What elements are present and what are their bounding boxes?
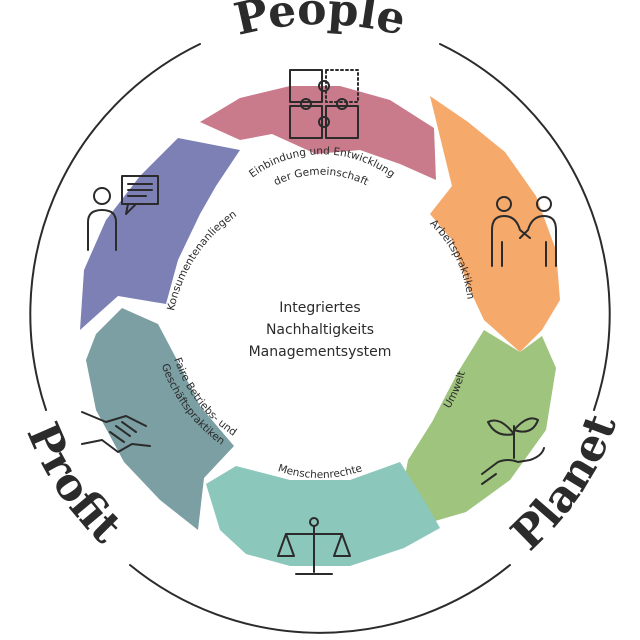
workers-icon: [491, 196, 557, 267]
segment-label-human-rights: Menschenrechte: [276, 462, 363, 481]
scales-pan-left: [277, 533, 295, 557]
puzzle-icon: [289, 69, 359, 139]
cycle-segments: [80, 86, 560, 566]
puzzle-piece-bottom-left: [289, 105, 323, 139]
outer-ring-arc-right: [439, 43, 611, 411]
center-line-3: Managementsystem: [249, 344, 392, 360]
scales-pan-right: [333, 533, 351, 557]
segment-community[interactable]: [200, 86, 436, 180]
person-head: [93, 187, 111, 205]
plant-leaf-right: [513, 417, 539, 433]
outer-ring-arc-bottom: [129, 564, 511, 634]
puzzle-piece-top-right: [325, 69, 359, 103]
scales-icon: [277, 517, 351, 575]
segment-environment[interactable]: [398, 330, 556, 526]
puzzle-knob-3: [336, 98, 348, 110]
puzzle-piece-top-left: [289, 69, 323, 103]
segment-consumer-issues[interactable]: [80, 138, 240, 330]
handshake-arm-left: [81, 411, 147, 427]
outer-ring: [29, 43, 611, 634]
puzzle-knob-2: [300, 98, 312, 110]
speaking-person-icon: [87, 175, 159, 251]
handshake-fingers: [109, 421, 137, 443]
segment-fair-business[interactable]: [86, 308, 234, 530]
hand-palm: [481, 447, 545, 475]
worker-body-left: [491, 215, 531, 267]
handshake-arm-right: [81, 439, 151, 453]
center-line-1: Integriertes: [279, 300, 360, 316]
speech-bubble: [121, 175, 159, 205]
plant-leaf-left: [487, 419, 515, 436]
puzzle-knob-1: [318, 80, 330, 92]
hand-wrist: [481, 473, 497, 485]
speech-bubble-tail: [125, 203, 137, 215]
pillar-label-people: People: [230, 0, 411, 46]
puzzle-piece-bottom-right: [325, 105, 359, 139]
person-body: [87, 209, 117, 251]
center-label: Integriertes Nachhaltigkeits Managements…: [249, 300, 392, 360]
worker-body-right: [519, 215, 557, 267]
outer-ring-arc-left: [29, 43, 201, 411]
segment-label-community-2: der Gemeinschaft: [272, 166, 370, 189]
worker-head-right: [536, 196, 552, 212]
puzzle-knob-4: [318, 116, 330, 128]
segment-human-rights[interactable]: [206, 462, 440, 566]
plant-in-hand-icon: [481, 417, 545, 485]
center-line-2: Nachhaltigkeits: [266, 322, 374, 338]
worker-head-left: [496, 196, 512, 212]
segment-labour-practices[interactable]: [430, 96, 560, 352]
handshake-icon: [81, 411, 151, 453]
